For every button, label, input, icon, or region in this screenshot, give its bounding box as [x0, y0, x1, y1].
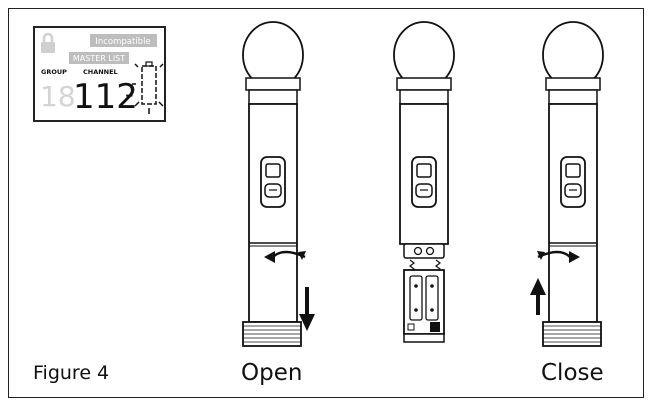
lock-icon	[41, 32, 55, 53]
lcd-display: Incompatible MASTER LIST GROUP CHANNEL 1…	[33, 26, 166, 122]
figure-frame	[8, 8, 644, 398]
master-list-badge	[69, 52, 129, 64]
group-label: GROUP	[41, 68, 67, 76]
master-list-label: MASTER LIST	[73, 54, 125, 63]
mic-battery-open	[393, 21, 455, 343]
arrow-up-icon	[530, 278, 546, 315]
channel-suffix: -	[125, 80, 134, 108]
channel-value: 112	[73, 77, 138, 117]
battery-icon	[132, 61, 164, 114]
arrow-down-icon	[299, 287, 315, 331]
mic-open	[242, 21, 315, 347]
battery-cell	[409, 275, 423, 321]
channel-label: CHANNEL	[83, 68, 118, 76]
lcd-graphic: Incompatible MASTER LIST GROUP CHANNEL 1…	[40, 32, 164, 117]
incompatible-badge	[90, 34, 157, 47]
rotate-arrow-icon	[537, 250, 580, 263]
incompatible-label: Incompatible	[95, 37, 150, 47]
rotate-arrow-icon	[264, 250, 306, 263]
figure-label: Figure 4	[33, 362, 110, 384]
battery-cell	[425, 275, 439, 321]
mic-close	[530, 21, 604, 347]
group-value: 18	[40, 80, 76, 113]
open-caption: Open	[241, 360, 303, 386]
close-caption: Close	[541, 360, 604, 386]
